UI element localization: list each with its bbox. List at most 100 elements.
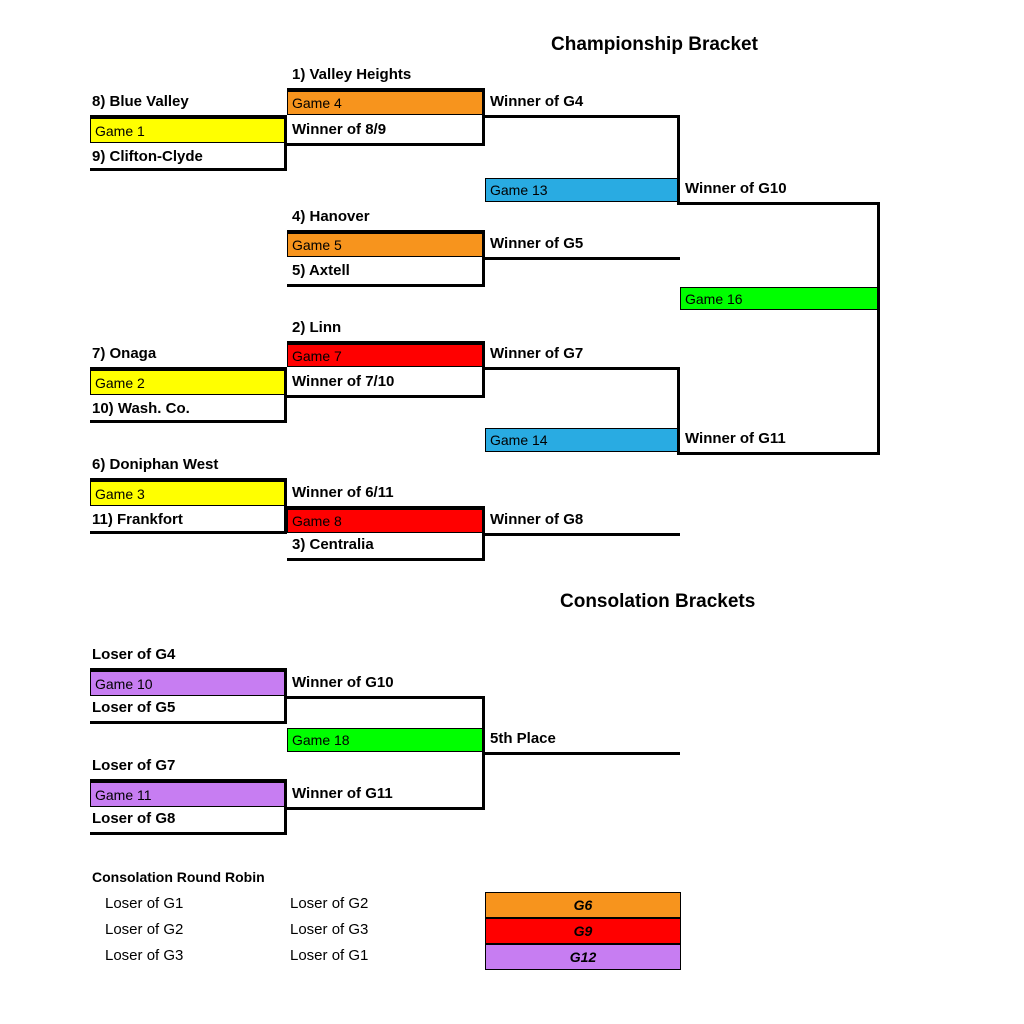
bracket-line [284,115,287,171]
game-5-label: Game 5 [292,237,342,253]
bracket-line [90,668,287,671]
bracket-line [284,143,485,146]
bracket-line [284,478,287,534]
bracket-line [677,202,880,205]
game-18-label: Game 18 [292,732,350,748]
rr-row1-team-b: Loser of G2 [290,895,369,912]
bracket-line [284,367,287,423]
game-4-box: Game 4 [287,91,485,115]
game-10-box: Game 10 [90,671,287,696]
bracket-line [90,115,287,118]
cons-winner-g11: Winner of G11 [292,785,393,802]
game-2-box: Game 2 [90,370,287,395]
game-3-label: Game 3 [95,485,145,502]
game-11-label: Game 11 [95,786,152,803]
slot-winner-7-10: Winner of 7/10 [292,373,395,390]
consolation-title: Consolation Brackets [560,591,756,612]
bracket-line [287,284,485,287]
advance-winner-g11: Winner of G11 [685,430,786,447]
seed-blue-valley: 8) Blue Valley [92,93,189,110]
bracket-line [482,506,485,561]
seed-onaga: 7) Onaga [92,345,157,362]
rr-game-g9-label: G9 [573,923,593,939]
bracket-line [287,230,485,233]
game-1-box: Game 1 [90,118,287,143]
cons-winner-g10: Winner of G10 [292,674,394,691]
game-10-label: Game 10 [95,675,153,692]
bracket-line [90,721,287,724]
slot-loser-g5: Loser of G5 [92,699,176,716]
bracket-line [287,88,485,91]
game-13-box: Game 13 [485,178,680,202]
slot-winner-6-11: Winner of 6/11 [292,484,394,501]
bracket-line [90,478,287,481]
bracket-line [287,341,485,344]
game-16-label: Game 16 [685,290,743,307]
game-14-box: Game 14 [485,428,680,452]
bracket-line [284,506,485,509]
game-4-label: Game 4 [292,95,342,111]
bracket-line [287,558,485,561]
bracket-line [90,779,287,782]
fifth-place-label: 5th Place [490,730,556,747]
bracket-line [284,779,287,835]
round-robin-title: Consolation Round Robin [92,869,265,885]
advance-winner-g7: Winner of G7 [490,345,584,362]
seed-frankfort: 11) Frankfort [92,511,183,528]
bracket-line [482,341,485,398]
game-8-box: Game 8 [287,509,485,533]
rr-game-g12-label: G12 [569,949,597,965]
rr-row2-team-b: Loser of G3 [290,921,369,938]
rr-game-g6-label: G6 [573,897,593,913]
game-18-box: Game 18 [287,728,485,752]
bracket-line [677,115,680,205]
bracket-line [677,367,680,455]
bracket-line [677,452,880,455]
slot-loser-g8: Loser of G8 [92,810,176,827]
bracket-line [482,752,680,755]
bracket-line [284,696,485,699]
bracket-line [482,533,680,536]
bracket-line [877,202,880,455]
seed-wash-co: 10) Wash. Co. [92,400,190,417]
bracket-line [284,395,485,398]
rr-row1-team-a: Loser of G1 [105,895,184,912]
advance-winner-g4: Winner of G4 [490,93,584,110]
seed-centralia: 3) Centralia [292,536,374,553]
game-8-label: Game 8 [292,513,342,529]
seed-linn: 2) Linn [292,319,342,336]
game-3-box: Game 3 [90,481,287,506]
seed-axtell: 5) Axtell [292,262,350,279]
advance-winner-g10: Winner of G10 [685,180,787,197]
bracket-line [482,367,680,370]
bracket-line [482,696,485,810]
game-14-label: Game 14 [490,432,548,448]
bracket-line [482,88,485,146]
advance-winner-g5: Winner of G5 [490,235,584,252]
bracket-line [90,531,287,534]
game-7-box: Game 7 [287,344,485,367]
game-1-label: Game 1 [95,122,145,139]
bracket-line [284,807,485,810]
game-2-label: Game 2 [95,374,145,391]
game-5-box: Game 5 [287,233,485,257]
bracket-line [482,257,680,260]
slot-loser-g7: Loser of G7 [92,757,176,774]
rr-row3-team-b: Loser of G1 [290,947,369,964]
bracket-line [482,230,485,287]
rr-game-g9-box: G9 [485,918,681,944]
slot-loser-g4: Loser of G4 [92,646,176,663]
game-11-box: Game 11 [90,782,287,807]
rr-row2-team-a: Loser of G2 [105,921,184,938]
bracket-line [284,668,287,724]
seed-hanover: 4) Hanover [292,208,370,225]
bracket-line [90,832,287,835]
rr-row3-team-a: Loser of G3 [105,947,184,964]
seed-clifton-clyde: 9) Clifton-Clyde [92,148,203,165]
bracket-line [90,420,287,423]
rr-game-g6-box: G6 [485,892,681,918]
slot-winner-8-9: Winner of 8/9 [292,121,387,138]
rr-game-g12-box: G12 [485,944,681,970]
game-13-label: Game 13 [490,182,548,198]
